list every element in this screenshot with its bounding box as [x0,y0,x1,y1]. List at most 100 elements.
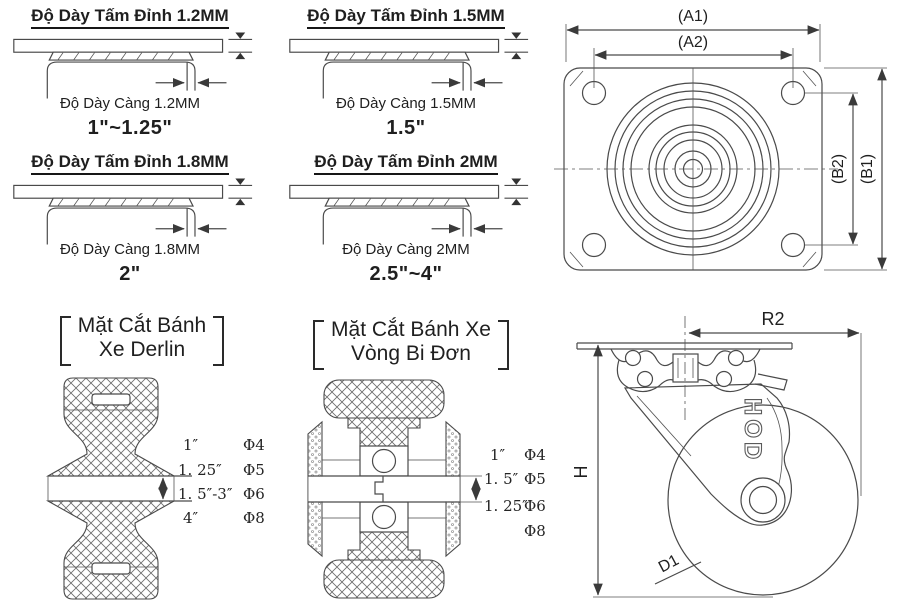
caster-side-view-drawing: HOD R2 H D1 [571,310,862,598]
wheel-size-label: 1"~1.25" [87,117,173,139]
thickness-arrow-up-icon [511,52,522,60]
size-row-2: 1. 25″ [178,461,222,479]
size-row-2: 1. 5″ [484,470,519,488]
bearing-wheel-section-panel: Mặt Cắt Bánh Xe Vòng Bi Đơn [272,318,550,600]
plate-panel-3-1.8mm: Độ Dày Tấm Đỉnh 1.8MM Độ Dày Càng 1.8MM … [2,152,258,286]
brand-logo: HOD [739,398,766,463]
size-row-1: 1″ [490,446,506,464]
thickness-arrow-down-icon [235,32,246,39]
fork-shape [322,61,503,99]
fork-thickness-label: Độ Dày Càng 1.5MM [335,95,477,112]
thickness-arrow-down-icon [235,178,246,185]
break-zigzag [374,476,384,502]
derlin-title-line2: Xe Derlin [98,337,186,361]
bearings [359,445,409,533]
fork-thickness-label: Độ Dày Càng 1.2MM [59,95,201,112]
dim-a2: (A2) [593,34,794,88]
tread-slot-top [91,393,131,406]
dia-row-4: Φ8 [524,522,546,540]
dim-h-label: H [571,466,591,479]
right-bracket-icon [497,320,509,370]
dia-row-1: Φ4 [243,436,265,454]
right-bracket-icon [213,316,225,366]
size-row-1: 1″ [183,436,199,454]
bolt-holes [581,80,806,258]
plate-panel-4-2mm: Độ Dày Tấm Đỉnh 2MM Độ Dày Càng 2MM 2.5"… [262,152,550,286]
plate-title: Độ Dày Tấm Đỉnh 1.5MM [307,6,505,29]
thickness-arrow-up-icon [235,198,246,206]
size-row-4: 4″ [183,509,199,527]
top-plate-shape [289,178,529,207]
fork-shape [46,61,227,99]
fork-thickness-label: Độ Dày Càng 1.8MM [59,241,201,258]
bearing-title-line2: Vòng Bi Đơn [350,341,471,365]
top-plate-shape [289,32,529,61]
thickness-arrow-up-icon [235,52,246,60]
dia-row-4: Φ8 [243,509,265,527]
dim-a1-label: (A1) [678,8,708,25]
thickness-arrow-up-icon [511,198,522,206]
wheel-size-label: 1.5" [386,117,426,139]
dia-row-3: Φ6 [243,485,265,503]
thickness-arrow-down-icon [511,178,522,185]
dim-a2-label: (A2) [678,34,708,51]
ball-bearing [636,370,654,388]
left-bracket-icon [59,316,71,366]
mount-plate-top-view-panel: (A1) (A2) (B1) (B2) [550,0,900,300]
dia-row-2: Φ5 [524,470,546,488]
derlin-section-title: Mặt Cắt Bánh Xe Derlin [16,314,268,368]
bearing-wheel-section-drawing: 1″ 1. 5″ 1. 25″ Φ4 Φ5 Φ6 Φ8 [307,379,546,599]
top-plate-shape [13,32,253,61]
brake-tab [754,373,788,391]
dim-b2-label: (B2) [830,154,847,184]
wheel-size-label: 2" [119,263,141,285]
ball-bearing [624,349,642,367]
dim-b2: (B2) [805,92,858,246]
dim-r2-label: R2 [761,310,784,329]
fork-shape [46,207,227,245]
derlin-wheel-section-drawing: 1″ 1. 25″ 1. 5″-3″ 4″ Φ4 Φ5 Φ6 Φ8 [45,377,265,600]
center-lines [554,68,838,270]
ball-bearing [727,349,745,367]
ball-bearing [715,370,733,388]
wheel-size-label: 2.5"~4" [369,263,443,285]
caster-side-view-panel: HOD R2 H D1 [555,310,900,609]
fork-thickness-label: Độ Dày Càng 2MM [342,241,470,258]
size-row-3: 1. 25″ [484,497,528,515]
hub [740,477,786,523]
plate-panel-2-1.5mm: Độ Dày Tấm Đỉnh 1.5MM Độ Dày Càng 1.5MM … [262,6,550,140]
thickness-arrow-down-icon [511,32,522,39]
dim-h: H [571,344,773,598]
left-bracket-icon [313,320,325,370]
tread-slot-bottom [91,562,131,575]
bearing-title-line1: Mặt Cắt Bánh Xe [331,318,491,341]
dimension-table: 1″ 1. 5″ 1. 25″ Φ4 Φ5 Φ6 Φ8 [484,446,546,540]
derlin-title-line1: Mặt Cắt Bánh [77,314,207,337]
plate-thickness-diagram [289,32,529,99]
dim-r2: R2 [688,310,862,496]
dimension-table: 1″ 1. 25″ 1. 5″-3″ 4″ Φ4 Φ5 Φ6 Φ8 [178,436,265,527]
plate-thickness-diagram [289,178,529,245]
dim-a1: (A1) [565,8,821,62]
dia-row-2: Φ5 [243,461,265,479]
dia-row-3: Φ6 [524,497,546,515]
kingpin [672,353,699,383]
plate-title: Độ Dày Tấm Đỉnh 1.8MM [31,152,229,175]
fork-shape [322,207,503,245]
mount-plate-top-view-drawing: (A1) (A2) (B1) (B2) [554,8,887,271]
dia-row-1: Φ4 [524,446,546,464]
dim-b1-label: (B1) [859,154,876,184]
plate-title: Độ Dày Tấm Đỉnh 1.2MM [31,6,229,29]
derlin-wheel-section-panel: Mặt Cắt Bánh Xe Derlin 1″ 1. 25″ [16,314,268,600]
swivel-raceway [576,316,793,422]
top-plate-shape [13,178,253,207]
dim-b1: (B1) [824,67,887,271]
bearing-section-title: Mặt Cắt Bánh Xe Vòng Bi Đơn [272,318,550,372]
plate-panel-1-1.2mm: Độ Dày Tấm Đỉnh 1.2MM Độ Dày Càng 1.2MM … [2,6,258,140]
plate-title: Độ Dày Tấm Đỉnh 2MM [314,152,498,175]
axle-bore [47,475,192,502]
plate-thickness-diagram [13,178,253,245]
axle-bore [307,475,482,503]
size-row-3: 1. 5″-3″ [178,485,233,503]
